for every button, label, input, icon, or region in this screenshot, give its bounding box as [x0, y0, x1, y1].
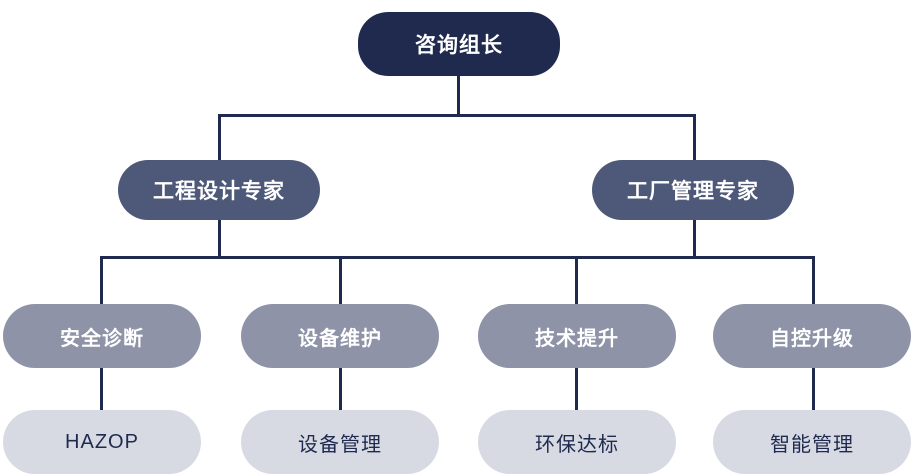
- node-plant-management-expert: 工厂管理专家: [592, 160, 794, 220]
- node-environmental-compliance: 环保达标: [478, 410, 676, 474]
- node-label: HAZOP: [65, 430, 139, 453]
- node-consulting-leader: 咨询组长: [358, 12, 560, 76]
- connector-root-drop: [457, 76, 460, 116]
- node-label: 工程设计专家: [153, 180, 285, 203]
- node-label: 智能管理: [770, 433, 854, 456]
- node-label: 咨询组长: [415, 34, 503, 57]
- node-label: 安全诊断: [60, 327, 144, 350]
- node-equipment-management: 设备管理: [241, 410, 439, 474]
- node-hazop: HAZOP: [3, 410, 201, 474]
- connector-bus-level2: [218, 114, 696, 117]
- connector-function-3-drop: [575, 256, 578, 305]
- node-automation-upgrade: 自控升级: [713, 304, 911, 368]
- node-safety-diagnosis: 安全诊断: [3, 304, 201, 368]
- node-label: 设备维护: [298, 327, 382, 350]
- node-technology-improvement: 技术提升: [478, 304, 676, 368]
- connector-stub-branch-1: [218, 114, 221, 160]
- connector-function-4-drop: [812, 256, 815, 305]
- node-label: 设备管理: [298, 433, 382, 456]
- connector-function-2-drop: [339, 256, 342, 305]
- node-label: 技术提升: [535, 327, 619, 350]
- node-equipment-maintenance: 设备维护: [241, 304, 439, 368]
- connector-function-1-drop: [100, 256, 103, 305]
- connector-deliverable-1-stub: [100, 366, 103, 412]
- connector-deliverable-2-stub: [339, 366, 342, 412]
- connector-stub-branch-2: [693, 114, 696, 160]
- connector-deliverable-4-stub: [812, 366, 815, 412]
- connector-deliverable-3-stub: [575, 366, 578, 412]
- connector-branch-2-drop: [693, 220, 696, 258]
- connector-branch-1-drop: [218, 220, 221, 258]
- node-label: 环保达标: [535, 433, 619, 456]
- node-engineering-design-expert: 工程设计专家: [118, 160, 320, 220]
- node-smart-management: 智能管理: [713, 410, 911, 474]
- connector-bus-level3: [100, 256, 815, 259]
- node-label: 自控升级: [770, 327, 854, 350]
- node-label: 工厂管理专家: [627, 180, 759, 203]
